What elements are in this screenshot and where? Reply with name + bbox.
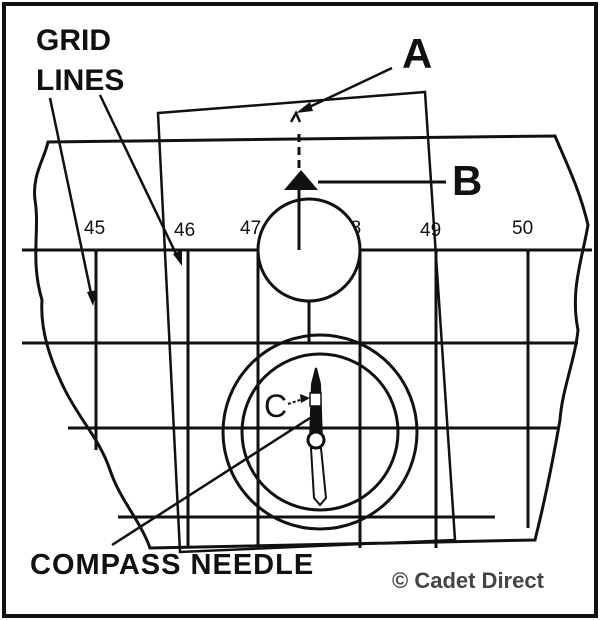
grid-number-46: 46 — [174, 220, 195, 241]
grid-number-45: 45 — [84, 218, 105, 239]
compass-needle-pointer — [111, 416, 311, 547]
callout-a: A — [296, 30, 432, 113]
grid-lines-pointer-1-head — [87, 290, 97, 306]
marker-b-label: B — [452, 157, 482, 204]
compass-bezel-inner — [240, 352, 400, 512]
magnifier-lens — [256, 197, 362, 303]
grid-number-50: 50 — [512, 218, 533, 239]
marker-c-label: C — [264, 388, 287, 424]
grid-lines-callout: GRID LINES — [36, 24, 182, 306]
compass-needle-graphic — [306, 367, 328, 507]
index-triangle — [284, 170, 318, 190]
callout-a-arrowhead — [296, 102, 313, 113]
grid-horizontal-lines — [22, 248, 592, 519]
callout-a-line — [302, 66, 393, 112]
compass-bezel-outer — [221, 333, 419, 531]
grid-lines-pointer-1 — [48, 97, 94, 299]
needle-pivot — [306, 430, 326, 450]
grid-lines-label-line2: LINES — [36, 64, 124, 97]
compass-needle-callout: COMPASS NEEDLE — [30, 416, 314, 581]
callout-b: B — [318, 157, 482, 204]
grid-lines-pointer-2-head — [173, 250, 182, 266]
marker-a-label: A — [402, 30, 432, 77]
grid-lines-pointer-2 — [98, 94, 180, 259]
compass-housing — [221, 333, 419, 531]
callout-c-arrowhead — [300, 394, 310, 403]
copyright-text: © Cadet Direct — [392, 568, 545, 593]
callout-c: C — [264, 388, 310, 424]
needle-marker-band — [309, 392, 322, 407]
grid-number-49: 49 — [420, 220, 441, 241]
compass-baseplate — [156, 90, 457, 554]
grid-lines-label-line1: GRID — [36, 24, 111, 57]
travel-arrow — [284, 110, 318, 250]
grid-number-47: 47 — [240, 218, 261, 239]
map-outline — [33, 134, 590, 550]
compass-needle-label: COMPASS NEEDLE — [30, 549, 314, 581]
needle-south-half — [309, 447, 328, 507]
travel-arrow-tip — [289, 110, 302, 123]
callout-c-line — [287, 398, 304, 405]
